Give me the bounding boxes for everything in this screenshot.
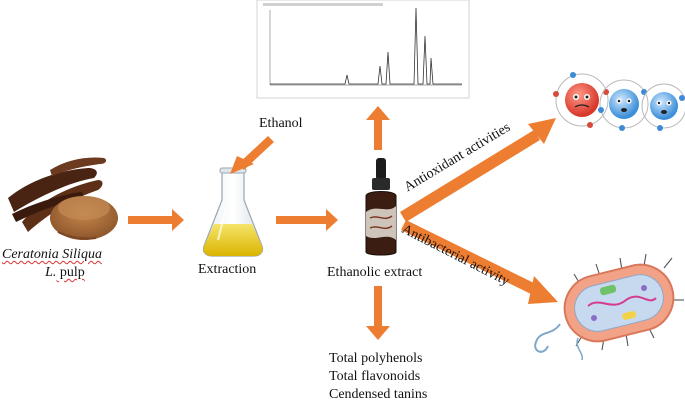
assay-condensed-tannins: Cendensed tanins (329, 387, 428, 402)
arrow-source-to-extraction (128, 209, 184, 231)
arrows (128, 106, 558, 340)
antioxidant-molecules-image (553, 72, 685, 131)
ethanolic-extract-label: Ethanolic extract (327, 265, 423, 280)
source-part-name: pulp (56, 265, 85, 280)
arrow-extract-to-assays (366, 286, 390, 340)
assay-total-polyphenols: Total polyhenols (329, 351, 423, 366)
source-part: L. pulp (2, 264, 102, 282)
assays-list: Total polyhenols Total flavonoids Cenden… (329, 350, 427, 404)
assay-total-flavonoids: Total flavonoids (329, 369, 421, 384)
ethanolic-extract-bottle-image (365, 158, 397, 256)
arrow-extract-to-chromatogram (366, 106, 390, 150)
chromatogram-image (256, 0, 470, 99)
arrow-ethanol-to-flask (230, 136, 274, 174)
ethanol-label: Ethanol (259, 116, 303, 131)
bacterium-image (534, 253, 684, 361)
extraction-label: Extraction (198, 262, 257, 277)
arrow-extraction-to-extract (276, 209, 338, 231)
source-authority: L. (45, 265, 57, 280)
extraction-flask-image (202, 167, 264, 257)
arrow-extract-to-antioxidant (400, 118, 556, 222)
source-species-name: Ceratonia Siliqua (2, 247, 102, 262)
carob-pulp-image (8, 157, 118, 240)
source-label: Ceratonia Siliqua L. pulp (2, 246, 102, 282)
arrow-extract-to-antibacterial (401, 220, 558, 304)
